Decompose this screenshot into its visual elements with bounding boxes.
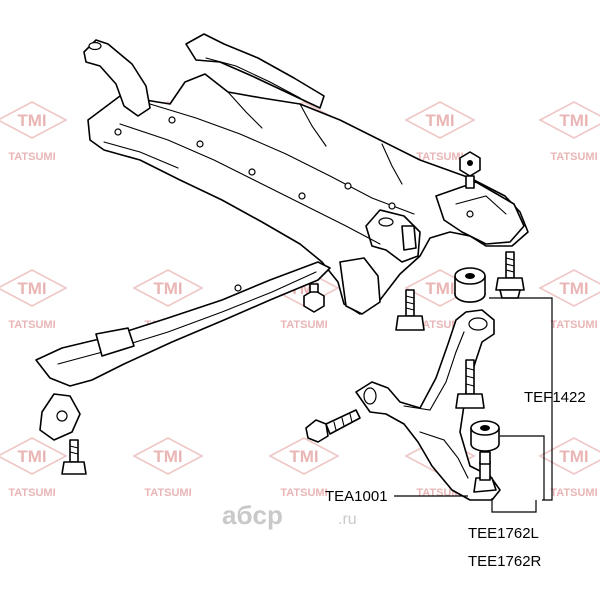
watermark-logo: TMI <box>425 279 454 298</box>
watermark-brand: TATSUMI <box>8 319 55 331</box>
watermark-tile: TMI TATSUMI <box>538 437 600 499</box>
subframe-top-nut <box>459 151 481 189</box>
watermark-diamond-icon <box>538 101 600 139</box>
watermark-brand: TATSUMI <box>550 487 597 499</box>
watermark-diamond-icon <box>0 437 68 475</box>
watermark-logo: TMI <box>289 447 318 466</box>
watermark-brand: TATSUMI <box>8 151 55 163</box>
watermark-logo: TMI <box>559 279 588 298</box>
watermark-tile: TMI TATSUMI <box>404 101 476 163</box>
watermark-brand: TATSUMI <box>144 487 191 499</box>
callout-tea1001: TEA1001 <box>325 488 388 505</box>
watermark-tile: TMI TATSUMI <box>0 437 68 499</box>
watermark-diamond-icon <box>0 101 68 139</box>
watermark-logo: TMI <box>153 279 182 298</box>
control-arm-pivot-bolt <box>305 409 361 443</box>
brace-nut <box>303 283 325 313</box>
ball-joint-stud <box>479 451 491 465</box>
watermark-tile: TMI TATSUMI <box>538 101 600 163</box>
watermark-brand: TATSUMI <box>8 487 55 499</box>
watermark-logo: TMI <box>559 111 588 130</box>
watermark-logo: TMI <box>17 111 46 130</box>
watermark-diamond-icon <box>0 269 68 307</box>
watermark-brand: TATSUMI <box>416 151 463 163</box>
leader-tef1422 <box>489 297 553 501</box>
lower-control-arm <box>355 309 501 501</box>
watermark-brand: TATSUMI <box>550 151 597 163</box>
watermark-logo: TMI <box>17 447 46 466</box>
watermark-diamond-icon <box>538 269 600 307</box>
subframe-bolt-1 <box>395 289 425 331</box>
brace-bracket-bolt <box>39 393 87 475</box>
control-arm-bolt-2 <box>455 359 485 409</box>
front-subframe <box>83 33 529 315</box>
watermark-diamond-icon <box>132 269 204 307</box>
site-brand-name: aбcp <box>222 500 283 530</box>
callout-tee1762l: TEE1762L <box>468 525 539 542</box>
watermark-brand: TATSUMI <box>416 319 463 331</box>
watermark-tile: TMI TATSUMI <box>132 437 204 499</box>
bushing-rear <box>470 420 500 452</box>
lower-brace <box>35 261 331 387</box>
watermark-logo: TMI <box>559 447 588 466</box>
watermark-tile: TMI TATSUMI <box>268 437 340 499</box>
watermark-logo: TMI <box>425 111 454 130</box>
watermark-diamond-icon <box>132 437 204 475</box>
watermark-tile: TMI TATSUMI <box>538 269 600 331</box>
leader-tee1762 <box>491 498 537 513</box>
watermark-brand: TATSUMI <box>550 319 597 331</box>
site-brand-tld: .ru <box>338 511 357 528</box>
site-brand-watermark: aбcp .ru <box>222 500 357 530</box>
bushing-front <box>454 267 486 303</box>
watermark-logo: TMI <box>17 279 46 298</box>
callout-tef1422: TEF1422 <box>524 389 586 406</box>
watermark-diamond-icon <box>404 101 476 139</box>
watermark-tile: TMI TATSUMI <box>0 101 68 163</box>
callout-tee1762r: TEE1762R <box>468 553 542 570</box>
watermark-diamond-icon <box>268 437 340 475</box>
watermark-diamond-icon <box>538 437 600 475</box>
watermark-brand: TATSUMI <box>280 487 327 499</box>
watermark-logo: TMI <box>153 447 182 466</box>
watermark-tile: TMI TATSUMI <box>0 269 68 331</box>
control-arm-bolt-vertical <box>495 251 525 299</box>
watermark-brand: TATSUMI <box>280 319 327 331</box>
